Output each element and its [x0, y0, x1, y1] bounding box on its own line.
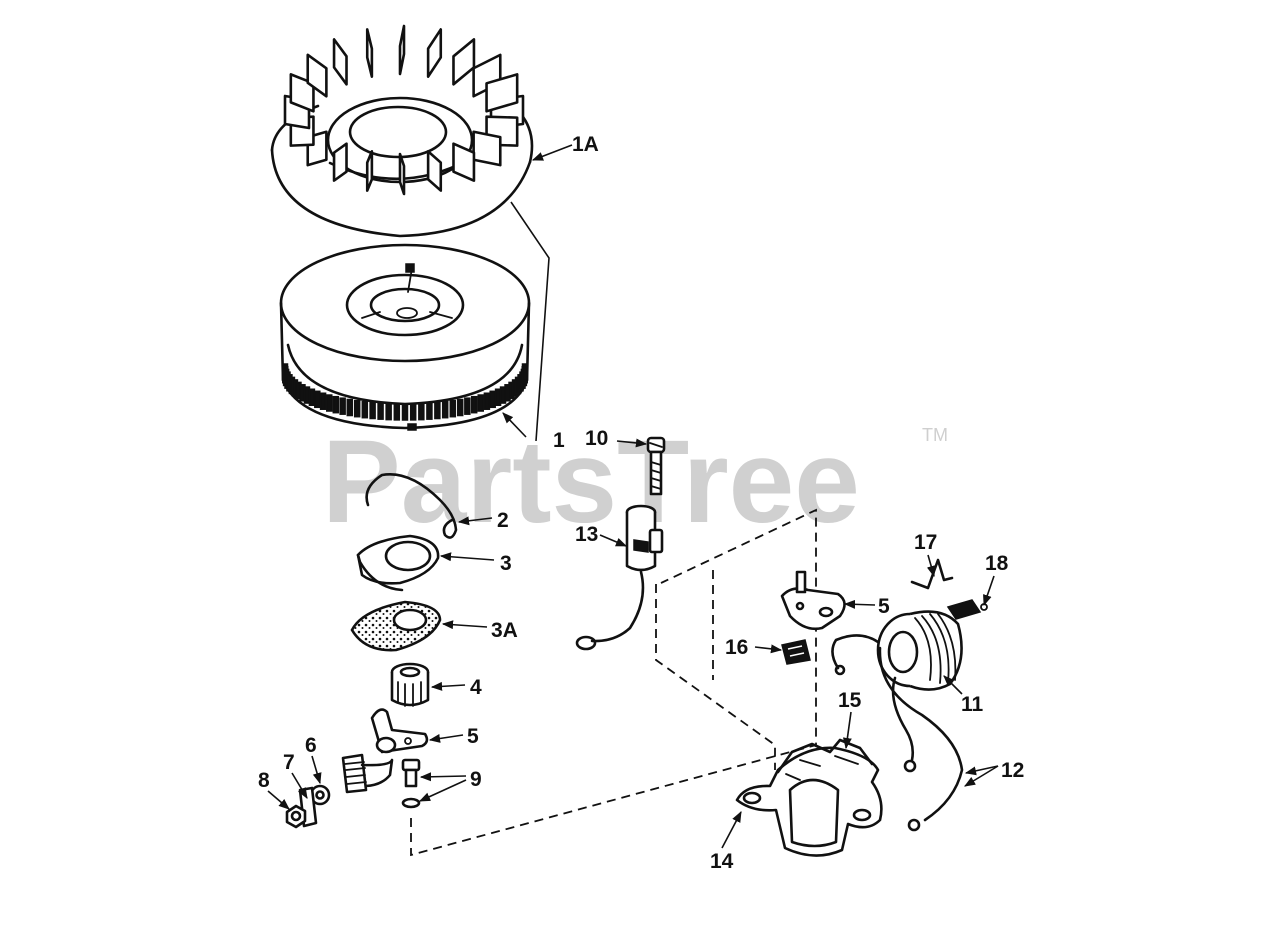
gear-tooth [385, 402, 392, 421]
coil-bracket-part [735, 738, 883, 857]
label-3A: 3A [491, 619, 518, 642]
gear-tooth [418, 402, 425, 421]
gear-tooth [441, 400, 449, 419]
label-14: 14 [710, 850, 734, 873]
fan-blade [485, 73, 519, 113]
gasket-part [350, 600, 442, 652]
watermark-text: PartsTree [322, 416, 860, 548]
insulator-part [781, 639, 811, 665]
label-5-upper: 5 [878, 595, 890, 618]
gear-tooth [332, 395, 340, 414]
gear-tooth [464, 397, 471, 415]
gear-tooth [353, 399, 361, 418]
mounting-plate-part [780, 570, 846, 631]
label-12: 12 [1001, 759, 1024, 782]
fan-blade [332, 38, 348, 86]
gear-tooth [377, 402, 384, 420]
flywheel-part [279, 243, 531, 431]
breaker-arm-part [370, 708, 429, 754]
fan-blade [452, 142, 476, 182]
fan-blade [452, 38, 476, 86]
watermark-trademark: TM [922, 425, 948, 445]
breaker-points-part [341, 753, 394, 794]
fan-blade [398, 24, 406, 76]
label-2: 2 [497, 509, 509, 532]
label-15: 15 [838, 689, 862, 712]
fan-blade [426, 150, 443, 192]
gear-tooth [361, 400, 369, 419]
fan-blade [332, 142, 348, 182]
gear-tooth [489, 390, 496, 409]
label-9: 9 [470, 768, 482, 791]
label-3: 3 [500, 552, 512, 575]
label-1: 1 [553, 429, 565, 452]
gear-tooth [477, 394, 484, 412]
fan-blade [398, 152, 406, 196]
gear-tooth [409, 403, 417, 421]
label-17: 17 [914, 531, 937, 554]
gear-tooth [483, 392, 491, 410]
fan-blade [426, 28, 443, 78]
part-labels: 1A 1 10 2 13 3 3A 17 18 5 16 4 11 15 5 6… [258, 133, 1024, 873]
gear-tooth [456, 398, 464, 417]
label-7: 7 [283, 751, 295, 774]
gear-tooth [521, 363, 529, 381]
fan-blade [365, 28, 374, 78]
gear-tooth [449, 399, 457, 418]
gear-tooth [426, 402, 433, 420]
fan-blade [306, 53, 328, 98]
fan-blade [365, 150, 374, 192]
gear-tooth [314, 390, 321, 409]
label-8: 8 [258, 769, 270, 792]
label-4: 4 [470, 676, 482, 699]
label-11: 11 [961, 693, 984, 716]
fan-housing-part [270, 24, 534, 238]
screw-part-10 [646, 436, 666, 496]
label-18: 18 [985, 552, 1009, 575]
coil-leads-part [878, 646, 964, 832]
gear-tooth [319, 392, 327, 410]
gear-tooth [401, 403, 409, 421]
gear-tooth [369, 401, 376, 420]
gear-tooth [393, 403, 401, 421]
wire-clip-part [910, 558, 954, 590]
gear-tooth [308, 388, 316, 406]
fan-blade [472, 130, 502, 167]
label-6: 6 [305, 734, 317, 757]
ignition-coil-part [831, 610, 963, 691]
label-16: 16 [725, 636, 748, 659]
spring-clip-part [365, 473, 458, 539]
gear-tooth [346, 398, 354, 417]
gear-tooth [326, 394, 333, 412]
screw-part-9 [401, 758, 421, 809]
label-5-lower: 5 [467, 725, 479, 748]
label-10: 10 [585, 427, 608, 450]
label-1A: 1A [572, 133, 599, 156]
label-13: 13 [575, 523, 598, 546]
shield-plate-part [356, 534, 440, 592]
condenser-part [575, 504, 664, 651]
nut-part-8 [285, 804, 307, 829]
gear-tooth [470, 395, 478, 414]
gear-tooth [434, 401, 441, 420]
gear-tooth [339, 397, 346, 415]
bushing-part [390, 662, 430, 707]
tab-part [946, 599, 988, 620]
